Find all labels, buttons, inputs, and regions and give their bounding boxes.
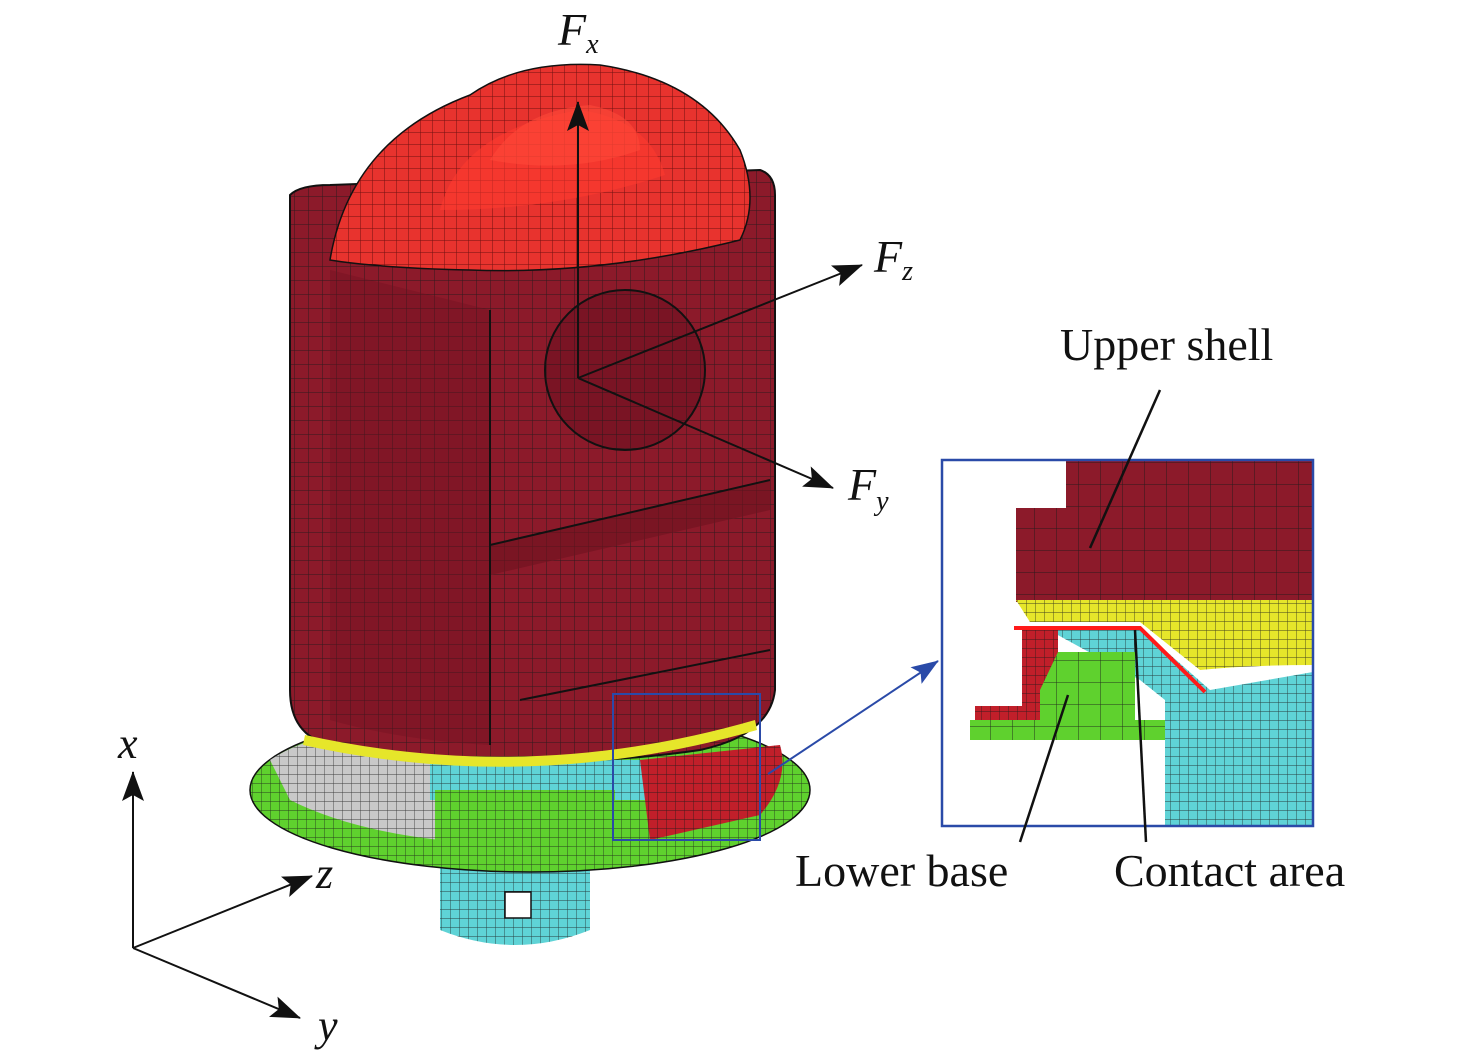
axis-z-label: z — [315, 849, 333, 898]
upper-shell-leader — [1088, 389, 1162, 549]
bottom-cylinder — [440, 865, 590, 945]
grey-brackets — [270, 735, 440, 840]
force-z-label: Fz — [873, 231, 913, 287]
force-y-label: Fy — [847, 459, 889, 517]
upper-shell-body — [289, 168, 776, 763]
inset-detail — [940, 458, 1315, 828]
upper-shell-label: Upper shell — [1060, 319, 1273, 370]
force-x-label: Fx — [557, 4, 599, 60]
force-z-arrow — [577, 264, 863, 379]
axis-x-label: x — [117, 719, 138, 768]
lower-base-leader — [1018, 694, 1070, 843]
inset-frame — [940, 458, 1315, 828]
axis-y-arrow — [132, 947, 301, 1019]
axis-y-label: y — [314, 1001, 338, 1050]
interface-ring — [303, 720, 757, 767]
fem-model — [249, 63, 811, 945]
force-vectors: Fx Fz Fy — [557, 4, 913, 517]
coordinate-axes: x z y — [117, 719, 338, 1050]
zoom-source-frame — [612, 693, 761, 841]
force-y-arrow — [577, 377, 834, 489]
zoom-arrow — [767, 660, 939, 775]
contact-area-label: Contact area — [1114, 845, 1345, 896]
lower-base-label: Lower base — [795, 845, 1008, 896]
top-cap — [329, 63, 751, 272]
zoom-callout: Upper shell Lower base Contact area — [612, 319, 1345, 896]
contact-area-leader — [1133, 629, 1148, 843]
contact-line — [1014, 626, 1207, 694]
axis-z-arrow — [132, 875, 313, 949]
lower-base-green-block — [435, 790, 615, 847]
red-brackets — [640, 745, 783, 840]
